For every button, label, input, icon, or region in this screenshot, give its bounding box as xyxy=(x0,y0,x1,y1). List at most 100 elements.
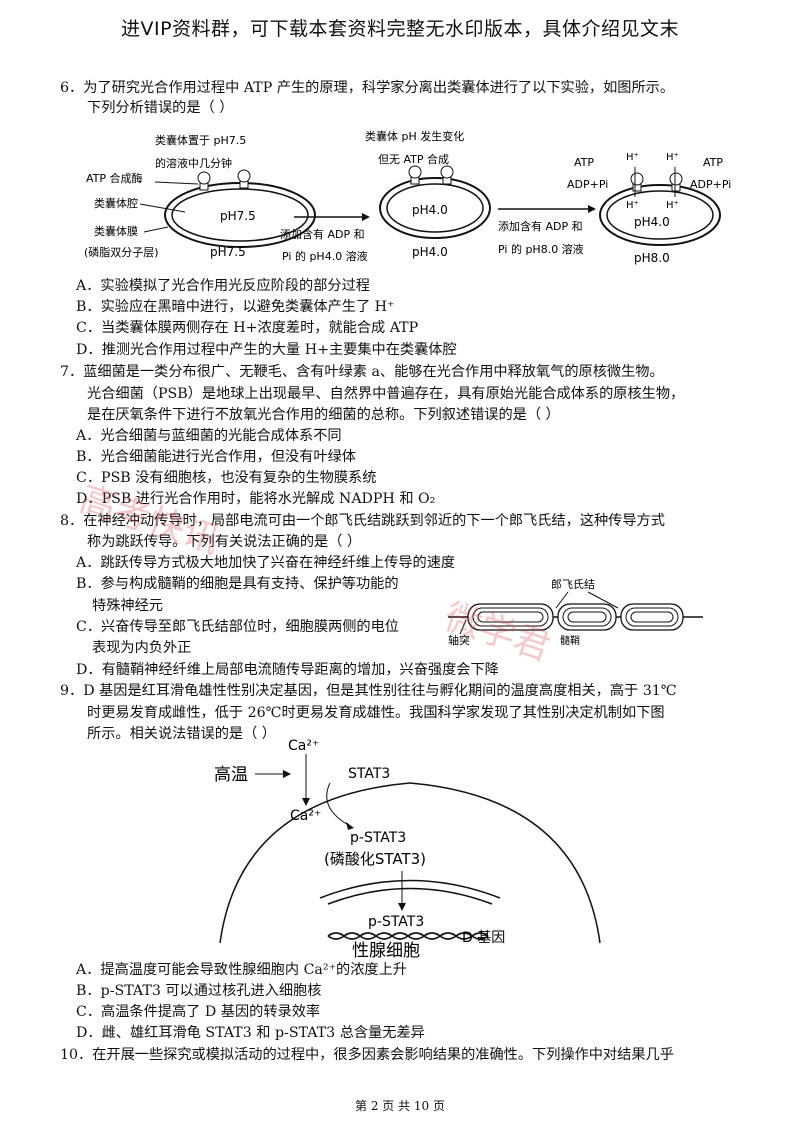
q6-arrowhead-1 xyxy=(362,213,370,221)
q6-fig-add1b: Pi 的 pH4.0 溶液 xyxy=(282,249,368,263)
q7-stem-line2: 光合细菌（PSB）是地球上出现最早、自然界中普遍存在，具有原始光能合成体系的原核… xyxy=(87,386,685,402)
q8-myelin-segment-3 xyxy=(620,603,684,631)
q6-fig-t2a: 类囊体 pH 发生变化 xyxy=(365,129,464,143)
q7-stem-line1: 7．蓝细菌是一类分布很广、无鞭毛、含有叶绿素 a、能够在光合作用中释放氧气的原核… xyxy=(60,364,664,380)
q6-atp-synthase-1 xyxy=(197,171,211,191)
top-banner: 进VIP资料群，可下载本套资料完整无水印版本，具体介绍见文末 xyxy=(120,18,680,40)
q7-option-c: C．PSB 没有细胞核，也没有复杂的生物膜系统 xyxy=(76,470,377,486)
q6-fig-add1a: 添加含有 ADP 和 xyxy=(280,227,365,241)
q6-fig-add2a: 添加含有 ADP 和 xyxy=(498,219,583,233)
q6-fig-add2b: Pi 的 pH8.0 溶液 xyxy=(498,242,584,256)
q8-option-c-line2: 表现为内负外正 xyxy=(92,640,192,656)
q9-fig-high-temp: 高温 xyxy=(214,765,248,785)
q6-fig-adppi-left: ADP+Pi xyxy=(567,178,608,191)
q8-fig-axon-label: 轴突 xyxy=(448,633,470,647)
q6-fig-h-3: H⁺ xyxy=(626,200,639,211)
q9-stat3-arrowhead xyxy=(346,822,354,830)
q6-fig-membrane2: (磷脂双分子层) xyxy=(84,245,159,259)
q6-fig-lumen: 类囊体腔 xyxy=(94,196,138,210)
q9-stat3-arrow xyxy=(326,782,351,827)
q8-option-d: D．有髓鞘神经纤维上局部电流随传导距离的增加，兴奋强度会下降 xyxy=(76,662,499,678)
q6-fig-atp-left: ATP xyxy=(574,156,594,169)
q8-option-b-line2: 特殊神经元 xyxy=(92,598,163,614)
q6-atp-synthase-4 xyxy=(440,165,454,185)
q9-stem-line1: 9．D 基因是红耳滑龟雄性性别决定基因，但是其性别往往与孵化期间的温度高度相关，… xyxy=(60,683,677,699)
q9-fig-d-gene: D 基因 xyxy=(462,929,505,946)
q6-leader-3 xyxy=(143,226,169,233)
q9-nuclear-envelope-inner xyxy=(327,887,493,905)
q6-fig-atp-synthase: ATP 合成酶 xyxy=(86,171,143,185)
q6-option-b: B．实验应在黑暗中进行，以避免类囊体产生了 H⁺ xyxy=(76,299,395,315)
q10-stem-line1: 10．在开展一些探究或模拟活动的过程中，很多因素会影响结果的准确性。下列操作中对… xyxy=(60,1047,674,1063)
q9-fig-stat3: STAT3 xyxy=(348,766,390,782)
q8-stem-line2: 称为跳跃传导。下列有关说法正确的是（ ） xyxy=(87,534,362,550)
q6-vesicle2-outer xyxy=(379,177,491,239)
q9-temp-arrowhead xyxy=(283,770,291,778)
q6-fig-h-2: H⁺ xyxy=(666,152,679,163)
q9-ca-arrowhead xyxy=(302,798,310,806)
q6-vesicle2-inner xyxy=(386,183,484,233)
q9-gonad-cell-figure: Ca²⁺ 高温 Ca²⁺ STAT3 p-STAT3 (磷酸化STAT3) p-… xyxy=(214,738,601,958)
q8-option-b-line1: B．参与构成髓鞘的细胞是具有支持、保护等功能的 xyxy=(76,576,399,592)
q6-atp-synthase-5 xyxy=(630,172,644,192)
q6-vesicle3-inner xyxy=(606,190,714,240)
q9-nuclear-import-arrowhead xyxy=(398,903,406,911)
q6-stem-line1: 6．为了研究光合作用过程中 ATP 产生的原理，科学家分离出类囊体进行了以下实验… xyxy=(60,80,675,96)
q6-option-d: D．推测光合作用过程中产生的大量 H+主要集中在类囊体腔 xyxy=(76,342,457,358)
q9-fig-ca-out: Ca²⁺ xyxy=(288,738,319,754)
q9-fig-pstat3: p-STAT3 xyxy=(350,830,406,846)
q6-fig-ph75-out: pH7.5 xyxy=(210,245,246,259)
q9-nuclear-envelope-outer xyxy=(319,879,501,899)
page-footer: 第 2 页 共 10 页 xyxy=(355,1099,445,1113)
q6-leader-1 xyxy=(154,181,199,185)
q6-atp-synthase-6 xyxy=(669,172,683,192)
q8-node-leader-1 xyxy=(555,591,569,609)
q9-stem-line3: 所示。相关说法错误的是（ ） xyxy=(87,726,276,742)
q9-dna-strand-2 xyxy=(327,932,489,940)
q8-axon-leader xyxy=(459,619,467,635)
q6-fig-ph40-in: pH4.0 xyxy=(412,203,448,217)
q6-fig-t1b: 的溶液中几分钟 xyxy=(155,156,232,170)
q6-fig-membrane1: 类囊体膜 xyxy=(94,224,138,238)
q7-option-d: D．PSB 进行光合作用时，能将水光解成 NADPH 和 O₂ xyxy=(76,491,436,507)
q8-fig-node-label: 郎飞氏结 xyxy=(551,577,595,591)
q8-node-leader-2 xyxy=(587,591,619,609)
q6-atp-synthase-2 xyxy=(237,169,251,189)
q9-fig-cell-label: 性腺细胞 xyxy=(352,941,420,958)
q8-myelin-segment-1 xyxy=(467,603,554,631)
q8-stem-line1: 8．在神经冲动传导时，局部电流可由一个郎飞氏结跳跃到邻近的下一个郎飞氏结，这种传… xyxy=(60,513,665,529)
q6-leader-2 xyxy=(139,203,186,213)
q6-fig-t2b: 但无 ATP 合成 xyxy=(378,152,449,166)
q8-option-a: A．跳跃传导方式极大地加快了兴奋在神经纤维上传导的速度 xyxy=(76,555,456,571)
q7-option-a: A．光合细菌与蓝细菌的光能合成体系不同 xyxy=(76,428,342,444)
q6-option-c: C．当类囊体膜两侧存在 H+浓度差时，就能合成 ATP xyxy=(76,320,419,336)
q7-stem-line3: 是在厌氧条件下进行不放氧光合作用的细菌的总称。下列叙述错误的是（ ） xyxy=(87,407,560,423)
q9-stem-line2: 时更易发育成雌性，低于 26℃时更易发育成雄性。我国科学家发现了其性别决定机制如… xyxy=(87,705,665,721)
q9-option-d: D．雌、雄红耳滑龟 STAT3 和 p-STAT3 总含量无差异 xyxy=(76,1025,425,1041)
q9-fig-phospho: (磷酸化STAT3) xyxy=(324,850,426,868)
q6-atp-synthase-3 xyxy=(408,165,422,185)
q6-fig-h-1: H⁺ xyxy=(626,152,639,163)
q6-fig-t1a: 类囊体置于 pH7.5 xyxy=(155,133,246,147)
q6-arrowhead-2 xyxy=(588,205,596,213)
q6-vesicle1-inner xyxy=(171,188,309,242)
q8-myelin-segment-2 xyxy=(557,603,617,631)
q6-fig-ph40-out: pH4.0 xyxy=(412,245,448,259)
q9-cell-membrane xyxy=(219,782,601,944)
q6-fig-ph40-in3: pH4.0 xyxy=(634,215,670,229)
q8-option-c-line1: C．兴奋传导至郎飞氏结部位时，细胞膜两侧的电位 xyxy=(76,619,399,635)
q8-myelinated-fiber-figure: 郎飞氏结 轴突 髓鞘 xyxy=(448,577,703,647)
q6-fig-ph75-in: pH7.5 xyxy=(220,209,256,223)
q6-option-a: A．实验模拟了光合作用光反应阶段的部分过程 xyxy=(76,278,370,294)
q6-fig-h-4: H⁺ xyxy=(666,200,679,211)
q6-thylakoid-figure: 类囊体置于 pH7.5 的溶液中几分钟 ATP 合成酶 类囊体腔 类囊体膜 (磷… xyxy=(84,129,731,265)
q9-fig-pstat3-nuclear: p-STAT3 xyxy=(368,914,424,930)
q6-stem-line2: 下列分析错误的是（ ） xyxy=(87,100,234,116)
q6-vesicle3-outer xyxy=(599,184,721,246)
q9-option-c: C．高温条件提高了 D 基因的转录效率 xyxy=(76,1004,321,1020)
q9-fig-ca-in: Ca²⁺ xyxy=(290,808,321,824)
q6-fig-ph80-out: pH8.0 xyxy=(634,251,670,265)
q9-option-a: A．提高温度可能会导致性腺细胞内 Ca²⁺的浓度上升 xyxy=(76,962,407,978)
q6-fig-adppi-right: ADP+Pi xyxy=(690,178,731,191)
q7-option-b: B．光合细菌能进行光合作用，但没有叶绿体 xyxy=(76,449,356,465)
